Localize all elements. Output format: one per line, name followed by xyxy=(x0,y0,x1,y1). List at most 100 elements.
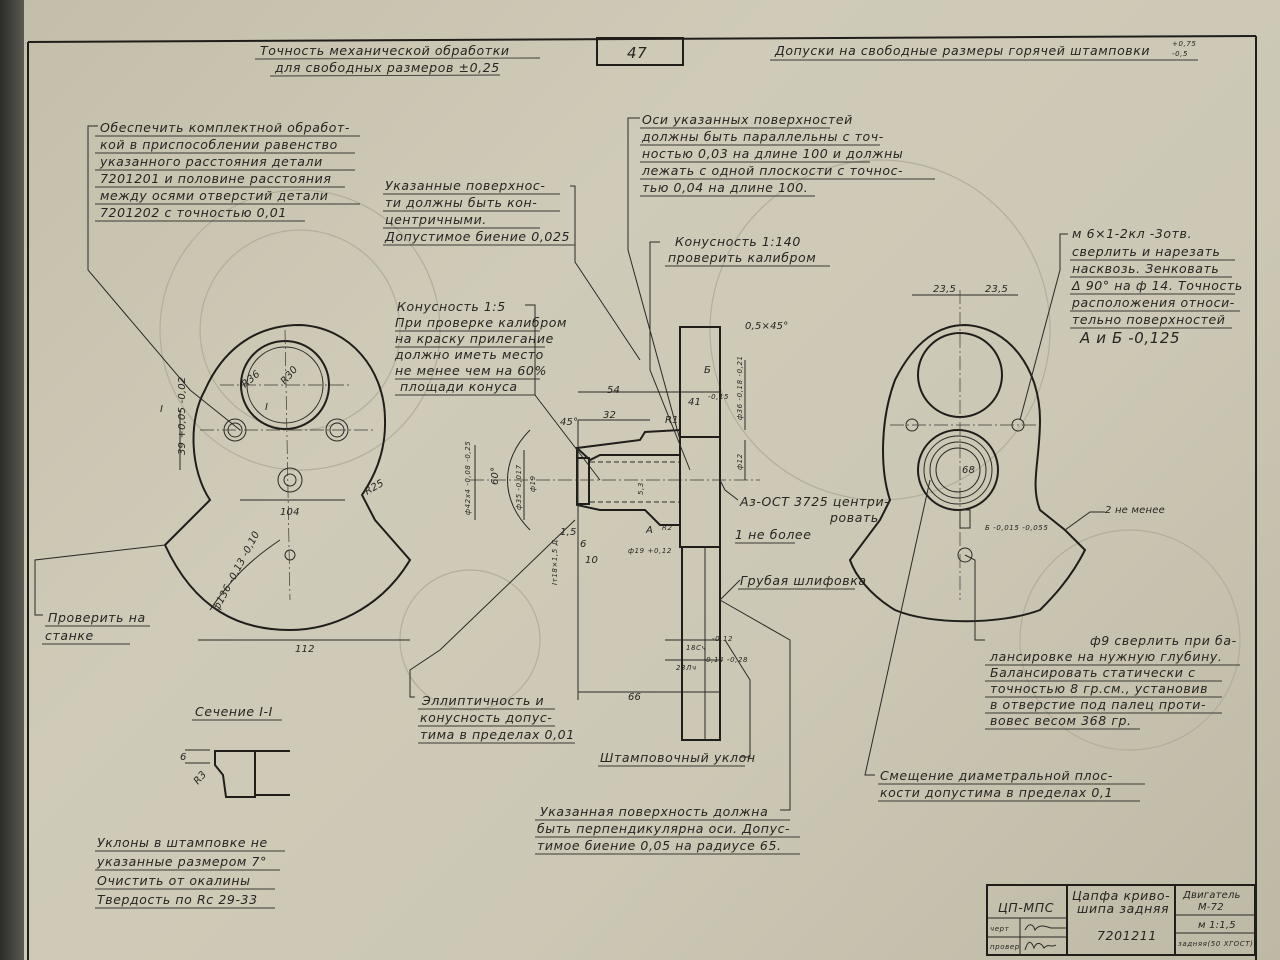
title-material: задняя(50 ХГОСТ) xyxy=(1178,940,1253,948)
dim-41-tol: -0,15 xyxy=(708,393,729,401)
title-drawn-label: черт xyxy=(990,925,1010,933)
note-grinding: Грубая шлифовка xyxy=(740,573,867,588)
dim-18-tol: -0,12 xyxy=(712,635,733,643)
note-underlines xyxy=(42,127,1240,909)
note-line: вовес весом 368 гр. xyxy=(990,713,1132,728)
page-number-box xyxy=(596,37,684,66)
note-line: не менее чем на 60% xyxy=(395,363,547,378)
dim-5-3: 5,3 xyxy=(637,482,645,495)
note-taper-1-140: Конусность 1:140 проверить калибром xyxy=(668,234,816,265)
note-line: При проверке калибром xyxy=(395,315,567,330)
note-line: тью 0,04 на длине 100. xyxy=(642,180,808,195)
note-line: м 6×1-2кл -3отв. xyxy=(1072,226,1192,241)
dim-32: 32 xyxy=(603,410,616,421)
note-line: должно иметь место xyxy=(394,347,544,362)
note-line: А и Б -0,125 xyxy=(1079,329,1180,347)
note-assembly: Обеспечить комплектной обработ- кой в пр… xyxy=(99,120,350,220)
header-left-line2: для свободных размеров ±0,25 xyxy=(274,60,500,75)
note-line: конусность допус- xyxy=(420,710,552,725)
note-axes-parallel: Оси указанных поверхностей должны быть п… xyxy=(641,112,903,195)
header-left-line1: Точность механической обработки xyxy=(260,43,510,58)
note-line: на краску прилегание xyxy=(395,331,554,346)
note-line: указанные размером 7° xyxy=(96,854,267,869)
title-product-1: Двигатель xyxy=(1182,890,1241,901)
title-product-2: М-72 xyxy=(1198,902,1224,913)
title-block: ЦП-МПС Цапфа криво- шипа задняя Двигател… xyxy=(986,884,1256,956)
dim-r25: R25 xyxy=(363,478,386,498)
dim-10: 10 xyxy=(585,555,598,566)
note-taper-1-5: Конусность 1:5 При проверке калибром на … xyxy=(394,299,567,394)
note-line: между осями отверстий детали xyxy=(100,188,328,203)
dim-23-5-right: 23,5 xyxy=(985,284,1008,295)
note-line: Конусность 1:140 xyxy=(675,234,801,249)
dim-68: 68 xyxy=(962,465,975,476)
section-dim-6: 6 xyxy=(180,752,187,763)
dim-104: 104 xyxy=(280,507,300,518)
note-line: сверлить и нарезать xyxy=(1072,244,1221,259)
note-line: Аз-ОСТ 3725 центри- xyxy=(739,494,889,509)
note-line: площади конуса xyxy=(400,379,518,394)
note-line: станке xyxy=(45,628,94,643)
dim-r2: R2 xyxy=(662,524,673,532)
note-line: лансировке на нужную глубину. xyxy=(989,649,1222,664)
note-line: тельно поверхностей xyxy=(1072,312,1226,327)
note-line: 7201201 и половине расстояния xyxy=(100,171,332,186)
front-view-left: R36 R30 R25 104 112 39 +0,05 -0,02 ф136 … xyxy=(160,323,412,655)
dim-18: 18Сч xyxy=(686,644,706,652)
dim-d12: ф12 xyxy=(736,453,744,470)
note-line: 7201202 с точностью 0,01 xyxy=(100,205,287,220)
drawn-signature xyxy=(1024,924,1066,932)
note-line: Эллиптичность и xyxy=(421,693,544,708)
title-part-name-1: Цапфа криво- xyxy=(1072,888,1170,903)
note-center: Аз-ОСТ 3725 центри- ровать xyxy=(739,494,889,525)
note-thread-holes: м 6×1-2кл -3отв. сверлить и нарезать нас… xyxy=(1071,226,1243,347)
note-line: ти должны быть кон- xyxy=(385,195,537,210)
note-line: Твердость по Rc 29-33 xyxy=(97,892,258,907)
section-i-i: Сечение I-I 6 R3 xyxy=(180,704,290,798)
note-offset: Смещение диаметральной плос- кости допус… xyxy=(880,768,1113,800)
note-line: проверить калибром xyxy=(668,250,816,265)
header-right-tol-lower: -0,5 xyxy=(1172,50,1188,58)
note-line: тима в пределах 0,01 xyxy=(420,727,575,742)
dim-d36: ф36 -0,18 -0,21 xyxy=(736,355,744,420)
dim-r30: R30 xyxy=(279,364,300,387)
checked-signature xyxy=(1024,941,1057,951)
note-line: лежать с одной плоскости с точнос- xyxy=(641,163,903,178)
note-line: Δ 90° на ф 14. Точность xyxy=(1071,278,1243,293)
note-line: Уклоны в штамповке не xyxy=(97,835,268,850)
dim-d42: ф42х4 -0,08 -0,25 xyxy=(464,441,472,515)
note-line: кости допустима в пределах 0,1 xyxy=(880,785,1113,800)
title-org: ЦП-МПС xyxy=(998,900,1054,915)
note-line: Указанная поверхность должна xyxy=(540,804,768,819)
note-check: Проверить на станке xyxy=(45,610,146,643)
section-mark-2: I xyxy=(265,402,268,413)
front-view-right: 23,5 23,5 68 Б -0,015 -0,055 xyxy=(848,284,1087,623)
dim-d19-hole: ф19 +0,12 xyxy=(628,547,672,555)
dim-60deg: 60° xyxy=(490,467,501,485)
dim-23-tol: -0,14 -0,28 xyxy=(703,656,748,664)
dim-thread: Iт18×1,5 Д xyxy=(551,539,559,585)
note-line: Проверить на xyxy=(48,610,146,625)
dim-23-5-left: 23,5 xyxy=(933,284,956,295)
note-balance: ф9 сверлить при ба- лансировке на нужную… xyxy=(989,633,1236,728)
note-line: насквозь. Зенковать xyxy=(1072,261,1219,276)
dim-23: 23Лч xyxy=(676,664,697,672)
note-max1: 1 не более xyxy=(735,527,812,542)
note-line: тимое биение 0,05 на радиусе 65. xyxy=(537,838,782,853)
note-line: кой в приспособлении равенство xyxy=(100,137,338,152)
note-line: Обеспечить комплектной обработ- xyxy=(100,120,350,135)
datum-b: Б xyxy=(704,365,711,376)
header: Точность механической обработки для своб… xyxy=(254,37,1198,77)
dim-1-5: 1,5 xyxy=(560,527,577,538)
dim-d19: ф19 xyxy=(529,475,537,492)
header-right-title: Допуски на свободные размеры горячей шта… xyxy=(774,43,1150,58)
section-mark-1: I xyxy=(160,404,163,415)
note-line: Указанные поверхнос- xyxy=(385,178,545,193)
dim-6: 6 xyxy=(580,539,587,550)
note-line: точностью 8 гр.см., установив xyxy=(990,681,1208,696)
note-line: Допустимое биение 0,025 xyxy=(384,229,570,244)
dim-54: 54 xyxy=(607,385,620,396)
note-line: Оси указанных поверхностей xyxy=(642,112,853,127)
